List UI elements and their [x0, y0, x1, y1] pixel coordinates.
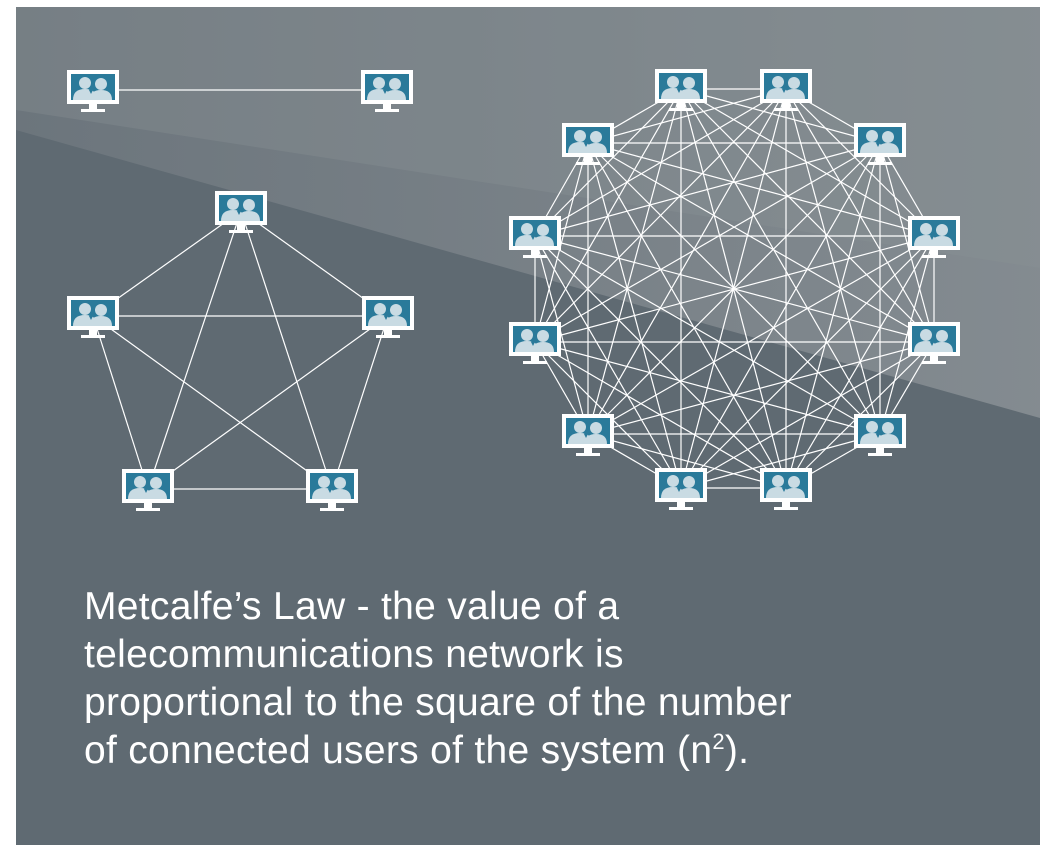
- connection-line: [534, 341, 881, 435]
- connection-line: [680, 88, 881, 435]
- caption-line-2: telecommunications network is: [84, 633, 624, 676]
- connection-line: [534, 235, 682, 489]
- connection-line: [534, 142, 881, 237]
- connection-line: [587, 142, 881, 435]
- connection-line: [680, 433, 881, 489]
- connection-line: [92, 315, 149, 490]
- connection-line: [534, 235, 881, 435]
- connection-line: [587, 433, 787, 489]
- connection-line: [587, 235, 935, 435]
- connection-line: [785, 88, 881, 435]
- connection-line: [879, 142, 935, 343]
- caption: Metcalfe’s Law - the value of a telecomm…: [84, 583, 1024, 775]
- connection-line: [331, 315, 389, 490]
- caption-closing: ).: [724, 729, 750, 772]
- connection-line: [147, 315, 389, 490]
- connection-line: [92, 315, 333, 490]
- network-diagram: [16, 7, 1040, 845]
- connection-line: [587, 142, 787, 489]
- network-12-users-links: [534, 88, 935, 489]
- connection-line: [534, 142, 589, 343]
- connection-line: [534, 341, 787, 489]
- connection-line: [587, 88, 682, 435]
- caption-line-3: proportional to the square of the number: [84, 681, 792, 724]
- connection-line: [147, 210, 242, 490]
- connection-line: [587, 142, 682, 489]
- metcalfe-diagram-panel: Metcalfe’s Law - the value of a telecomm…: [16, 7, 1040, 845]
- connection-line: [534, 235, 589, 435]
- connection-line: [587, 142, 935, 343]
- connection-line: [587, 88, 787, 435]
- connection-line: [680, 142, 881, 489]
- network-5-users-links: [92, 210, 389, 490]
- caption-line-1: Metcalfe’s Law - the value of a: [84, 585, 620, 628]
- connection-line: [680, 88, 881, 144]
- caption-line-4: of connected users of the system (n: [84, 729, 713, 772]
- caption-superscript: 2: [712, 729, 725, 754]
- connection-line: [587, 341, 935, 435]
- connection-line: [534, 235, 787, 489]
- connection-line: [534, 142, 881, 343]
- connection-line: [587, 142, 935, 237]
- connection-line: [587, 88, 787, 144]
- connection-line: [240, 210, 333, 490]
